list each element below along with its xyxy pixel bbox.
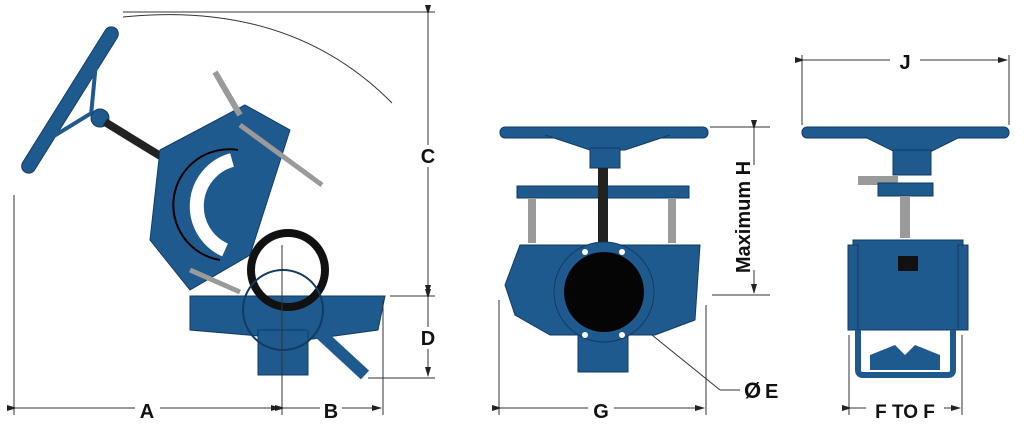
label-f-to-f: F TO F [875,402,935,423]
label-a: A [140,401,154,423]
swing-arc [122,14,393,104]
label-c: C [421,146,435,168]
label-e-prefix: Ø [744,378,761,403]
valve-body-end [852,239,964,331]
label-g: G [593,401,609,423]
front-view: Maximum H G Ø E [492,120,778,423]
valve-base [189,295,386,341]
label-j: J [899,52,910,74]
handwheel-side [21,26,119,174]
label-b: B [324,401,338,423]
end-view: J F TO F [795,50,1010,423]
side-view: A B C D [7,5,441,423]
label-e: E [765,381,778,403]
label-d: D [421,328,435,350]
bore [564,252,644,332]
pipe-ring [247,229,329,311]
yoke-body [149,104,291,291]
label-h: Maximum H [733,161,755,273]
handwheel-end [801,126,1010,139]
